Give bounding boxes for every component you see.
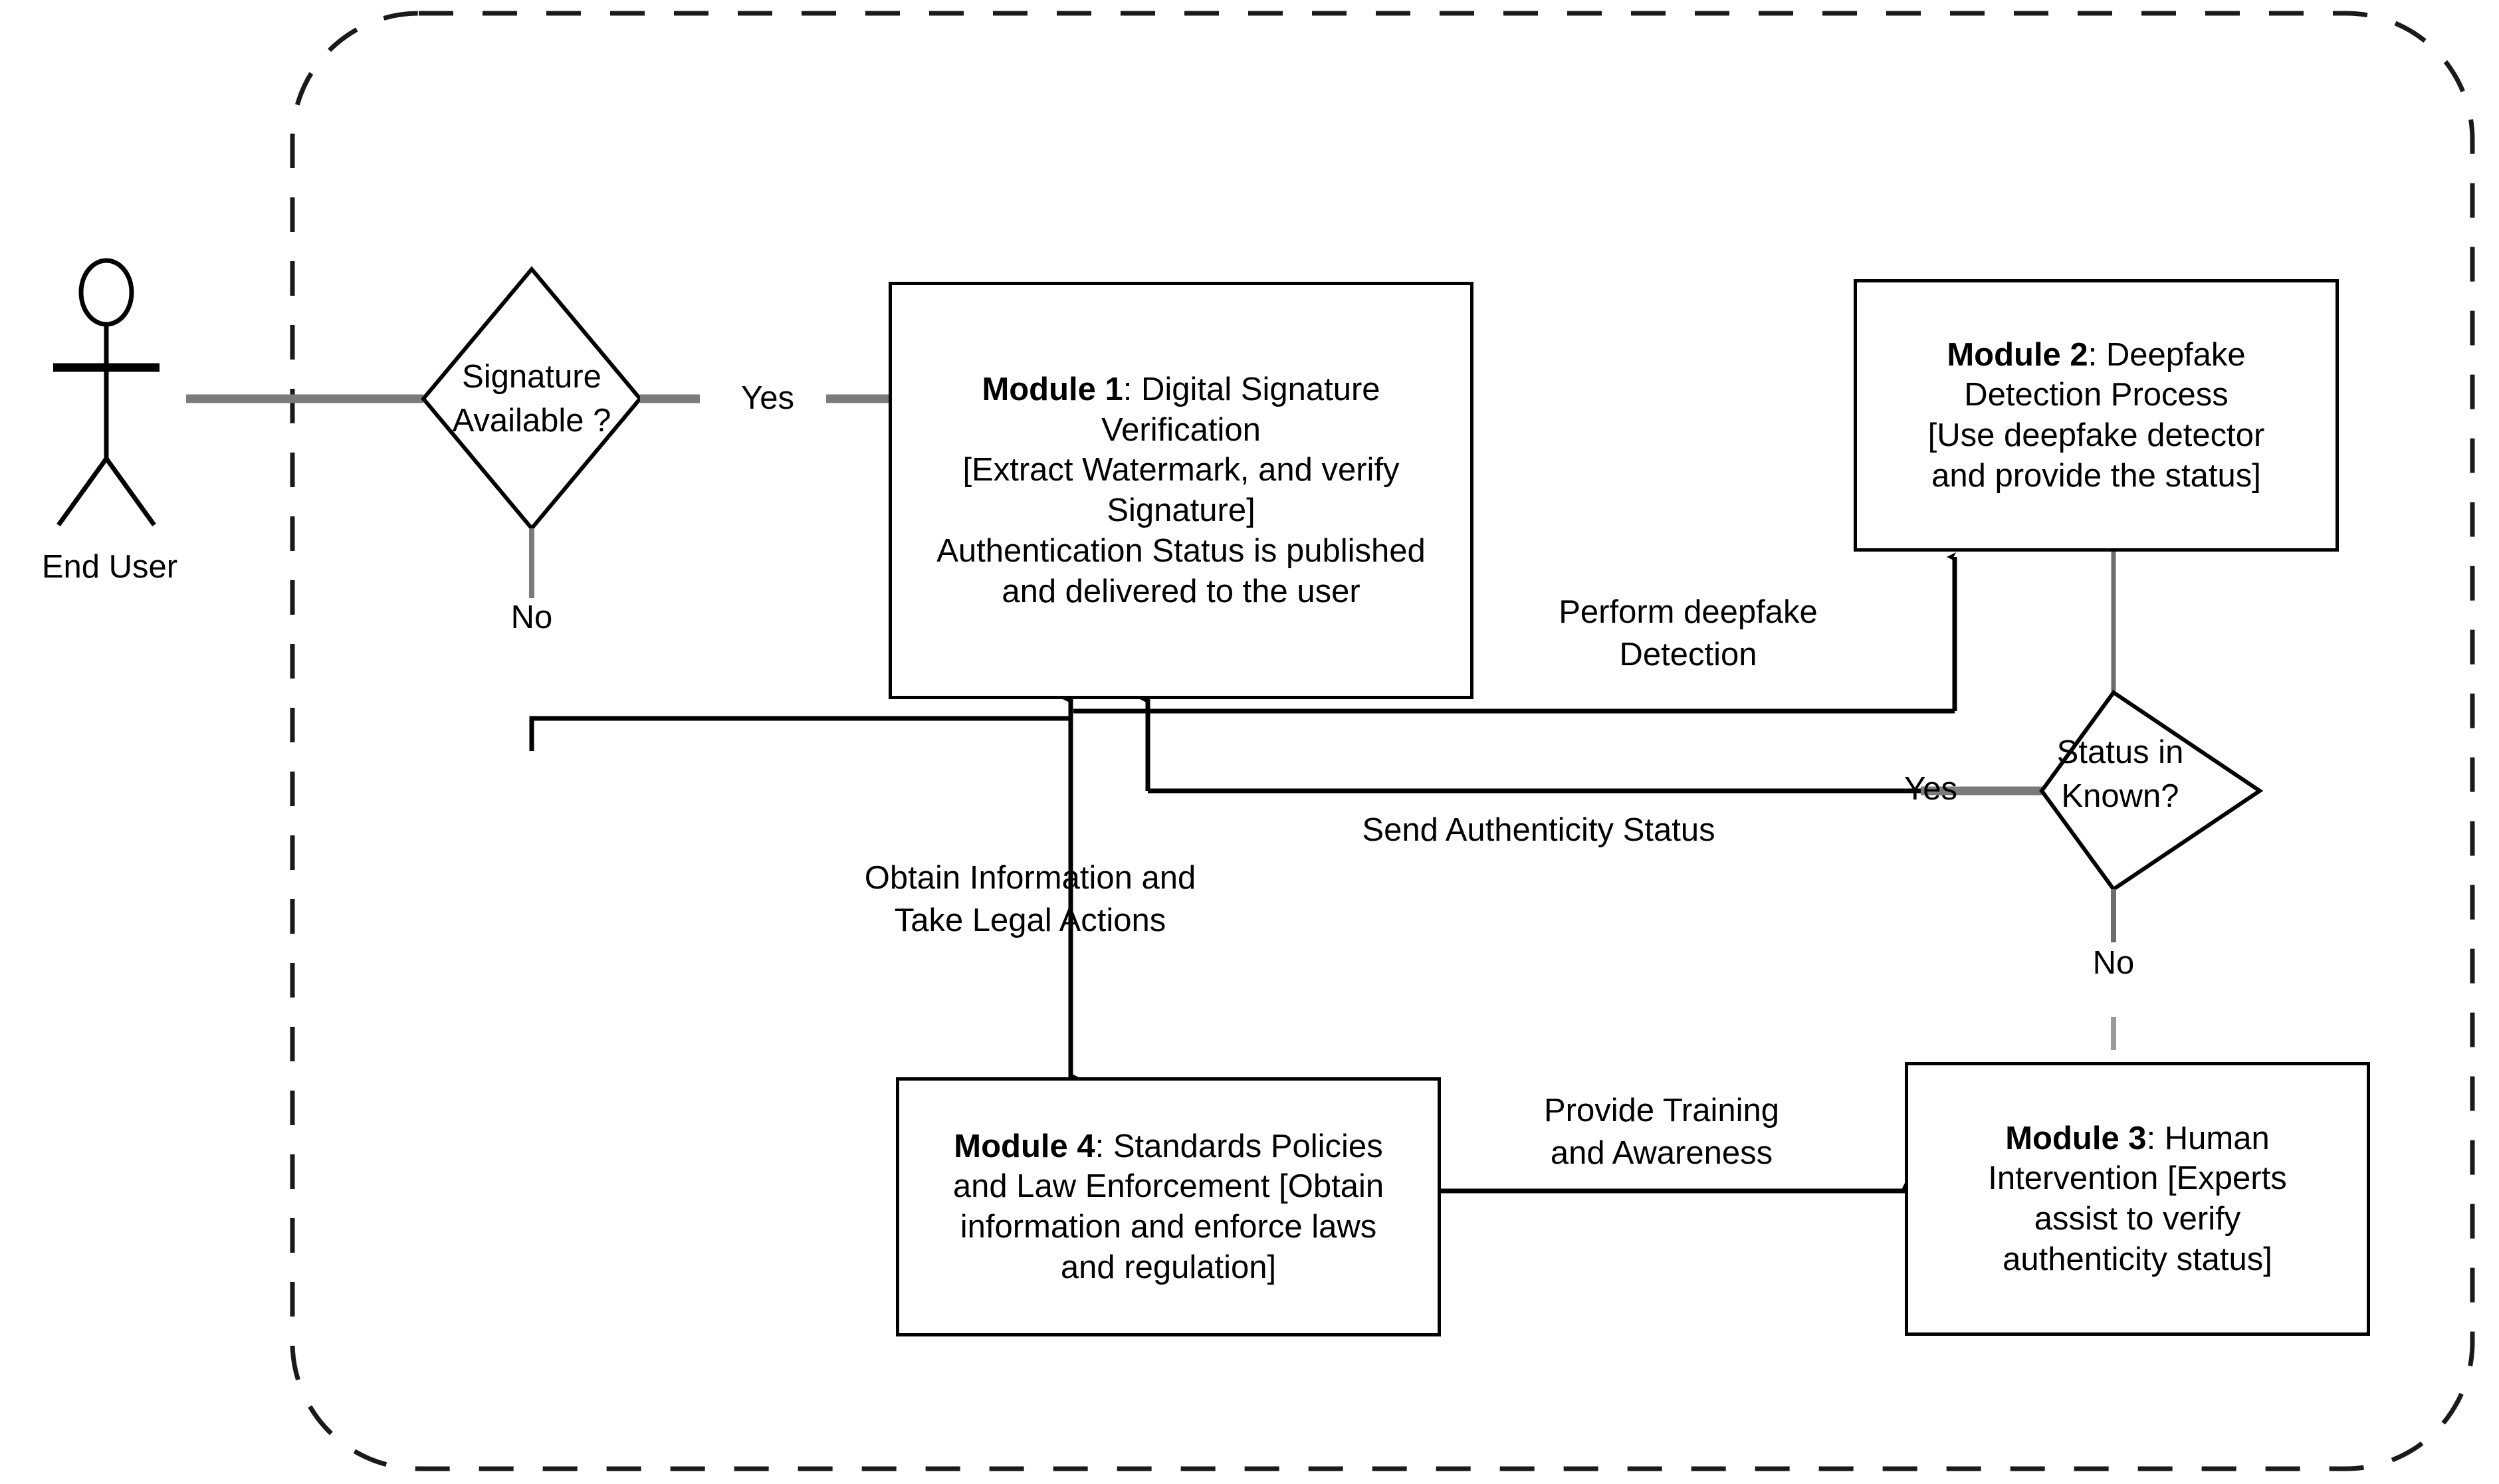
branch-label-no-status: No	[2092, 945, 2135, 981]
branch-label-no-signature: No	[510, 599, 553, 635]
edge-label-send-status-line1: Send Authenticity Status	[1362, 812, 1715, 848]
module-1-line1: Digital Signature	[1141, 371, 1380, 407]
module-1-line2: Verification	[1101, 411, 1261, 448]
edge-no-to-module1	[529, 694, 1073, 751]
system-boundary	[290, 11, 2475, 1471]
module-4-line1: Standards Policies	[1113, 1128, 1383, 1164]
branch-label-yes-signature: Yes	[741, 380, 794, 416]
module-1-node[interactable]: Module 1: Digital Signature Verification…	[889, 282, 1473, 699]
module-3-title: Module 3	[2005, 1120, 2147, 1156]
module-1-line6: and delivered to the user	[1002, 573, 1360, 609]
module-2-line1: Deepfake	[2106, 336, 2246, 373]
module-2-title: Module 2	[1947, 336, 2088, 373]
module-2-line2: Detection Process	[1964, 377, 2228, 413]
module-3-sep: :	[2146, 1120, 2165, 1156]
module-2-line4: and provide the status]	[1931, 457, 2261, 494]
module-2-node[interactable]: Module 2: Deepfake Detection Process [Us…	[1854, 279, 2339, 552]
module-3-line2: Intervention [Experts	[1988, 1160, 2287, 1197]
edge-label-perform-deepfake-detection: Perform deepfake Detection	[1499, 591, 1878, 676]
module-3-line3: assist to verify	[2034, 1201, 2241, 1237]
module-2-line3: [Use deepfake detector	[1927, 417, 2265, 453]
edge-label-obtain-line1: Obtain Information and	[864, 860, 1196, 896]
module-1-title: Module 1	[982, 371, 1123, 407]
module-4-sep: :	[1095, 1128, 1113, 1164]
module-1-line4: Signature]	[1107, 492, 1255, 528]
branch-label-yes-status: Yes	[1904, 771, 1957, 807]
actor-label: End User	[41, 549, 178, 585]
module-4-node[interactable]: Module 4: Standards Policies and Law Enf…	[896, 1077, 1441, 1336]
module-4-line2: and Law Enforcement [Obtain	[952, 1168, 1384, 1205]
module-1-line3: [Extract Watermark, and verify	[962, 452, 1400, 488]
module-1-line5: Authentication Status is published	[936, 532, 1426, 569]
edge-label-obtain-line2: Take Legal Actions	[894, 902, 1166, 938]
edge-label-training-line2: and Awareness	[1550, 1134, 1773, 1171]
module-3-line4: authenticity status]	[2003, 1241, 2272, 1277]
edge-label-training-line1: Provide Training	[1543, 1093, 1780, 1128]
module-3-line1: Human	[2164, 1120, 2270, 1156]
module-2-sep: :	[2088, 336, 2106, 373]
module-3-node[interactable]: Module 3: Human Intervention [Experts as…	[1905, 1062, 2370, 1336]
module-4-line4: and regulation]	[1060, 1249, 1277, 1285]
edge-label-obtain-information: Obtain Information and Take Legal Action…	[817, 857, 1243, 942]
module-1-sep: :	[1123, 371, 1142, 407]
edge-label-deepfake-line2: Detection	[1619, 636, 1757, 673]
edge-label-provide-training: Provide Training and Awareness	[1485, 1090, 1838, 1174]
decision-signature-available	[421, 266, 643, 532]
edge-label-deepfake-line1: Perform deepfake	[1559, 594, 1818, 630]
decision-status-in-known	[2039, 689, 2264, 893]
edge-label-send-authenticity-status: Send Authenticity Status	[1309, 809, 1768, 852]
module-4-line3: information and enforce laws	[960, 1209, 1377, 1245]
actor-stick-figure	[53, 258, 160, 527]
module-4-title: Module 4	[954, 1128, 1095, 1164]
